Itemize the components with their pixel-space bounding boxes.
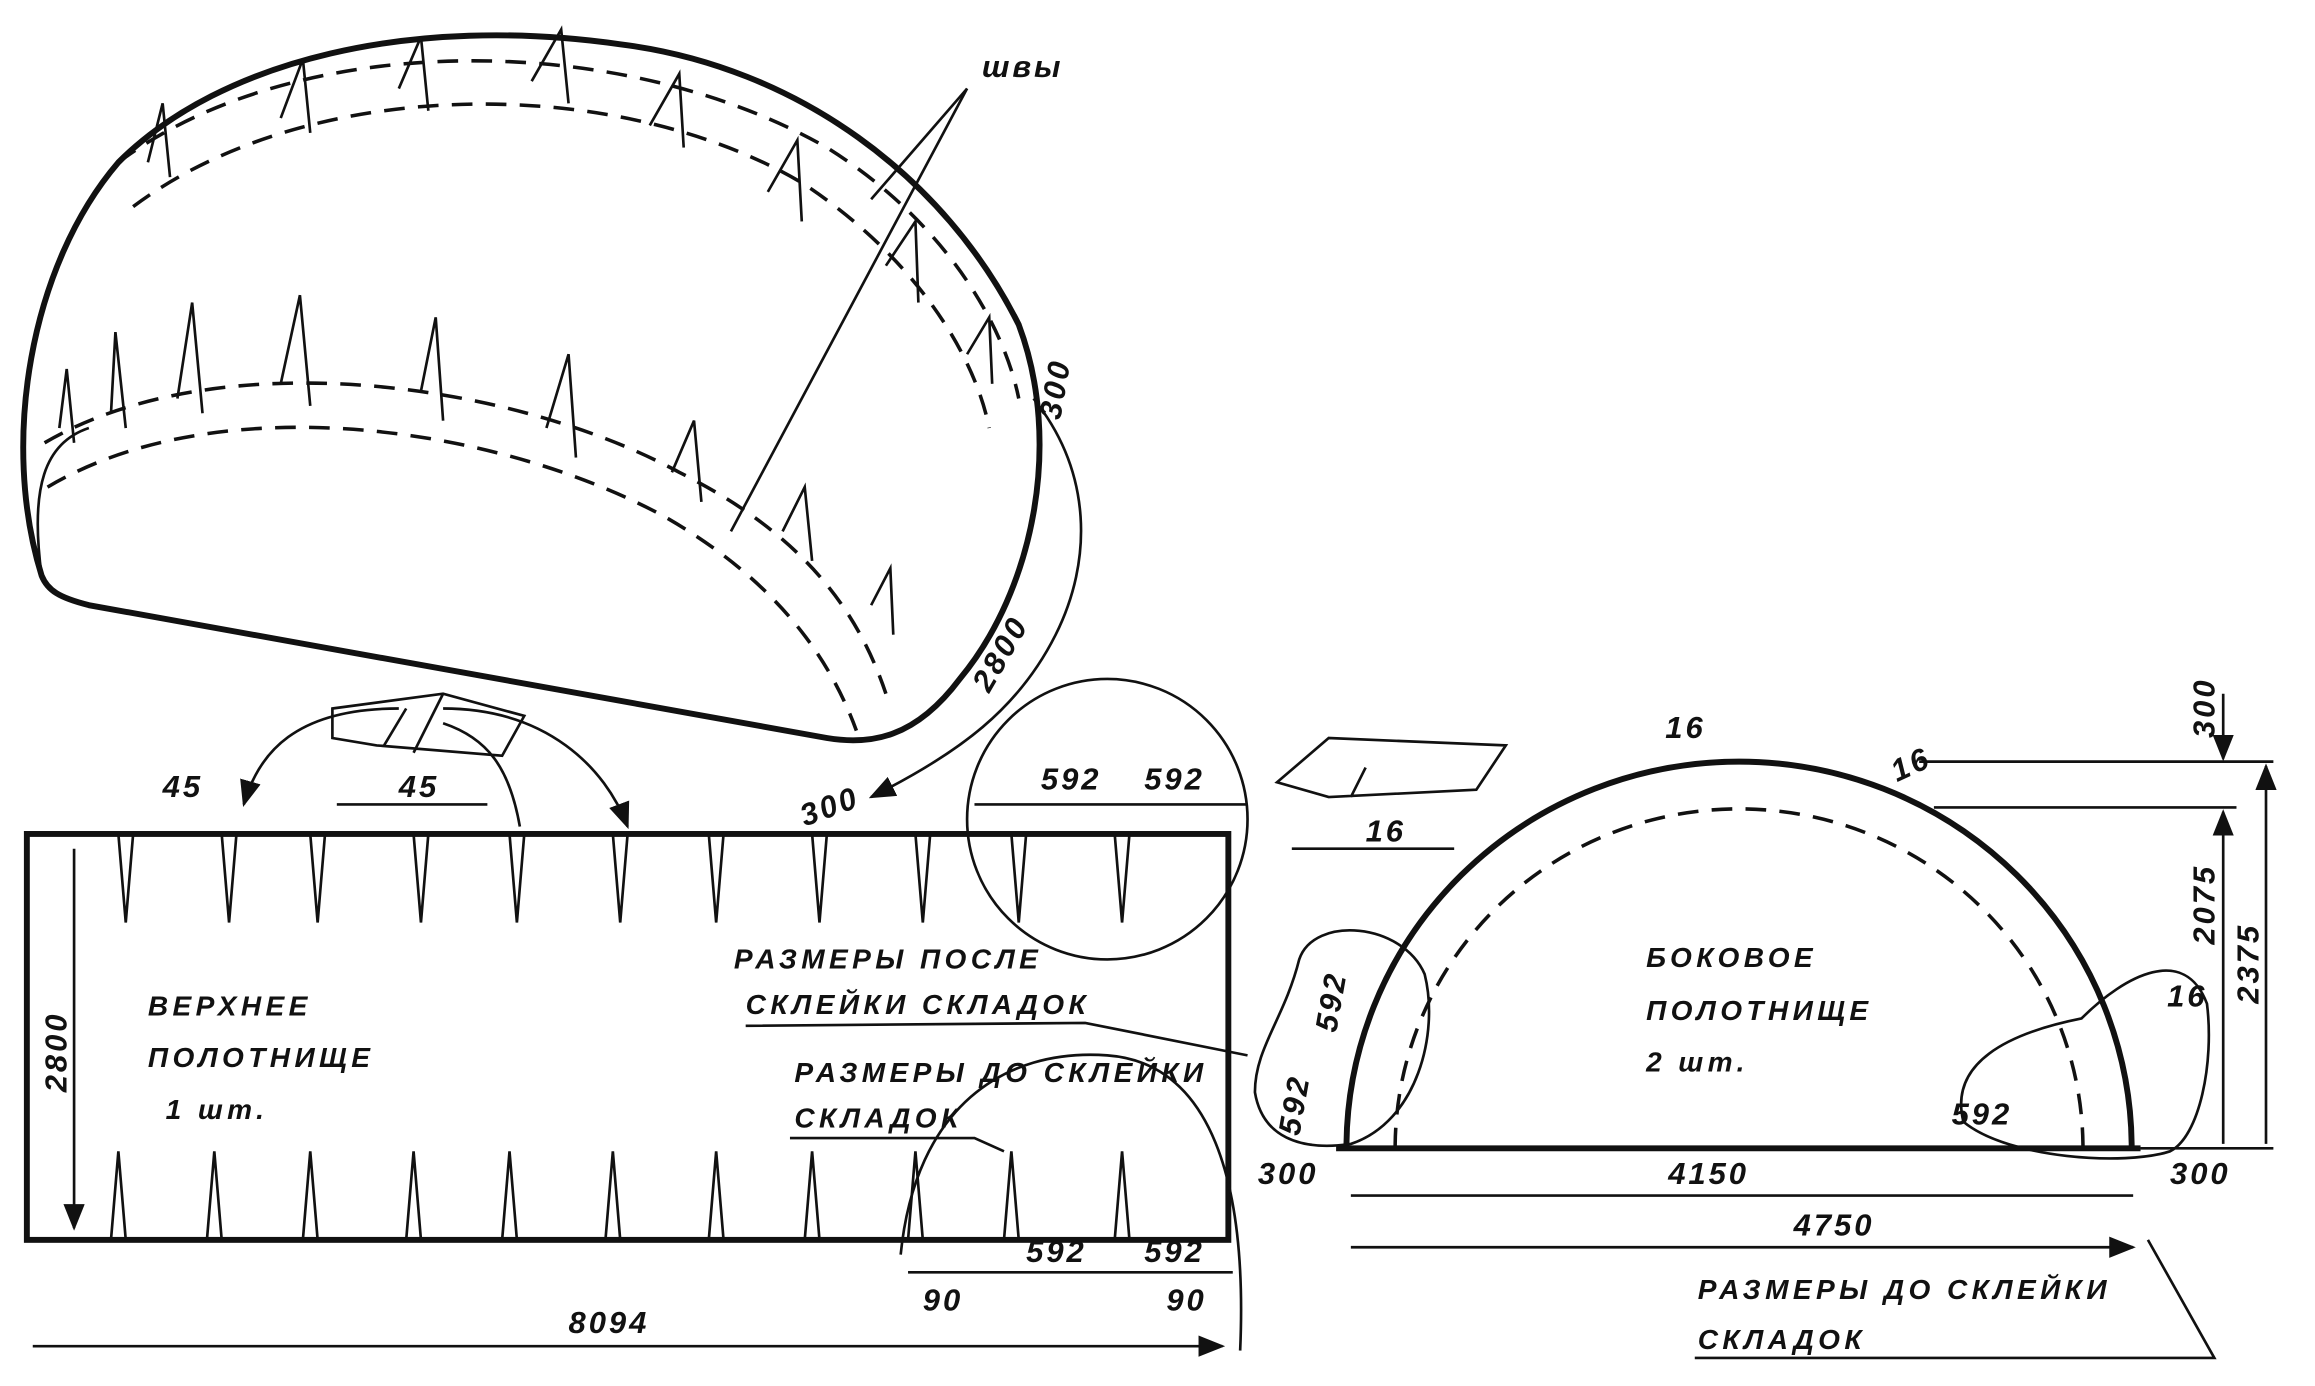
tent-dim-300-bottom: 300 xyxy=(795,780,864,834)
top-panel-outline xyxy=(23,831,1232,1243)
detail-bubble-left xyxy=(1253,929,1431,1148)
tent-side-edge xyxy=(36,426,90,576)
top-dim-90-a: 90 xyxy=(923,1283,963,1318)
seam-line-upper xyxy=(117,59,1021,399)
note-after-leader xyxy=(745,1021,1248,1057)
top-dim-8094: 8094 xyxy=(569,1305,650,1340)
side-dim-300-right: 300 xyxy=(2170,1156,2231,1191)
note-after-2: СКЛЕЙКИ СКЛАДОК xyxy=(746,988,1091,1020)
seam-leader-1 xyxy=(870,87,969,201)
seam-line-lower xyxy=(43,381,888,695)
fold-arrow-mid xyxy=(442,721,522,827)
top-dim-45-a: 45 xyxy=(162,769,203,804)
seam-line-upper-inner xyxy=(132,102,991,429)
side-dim-2375: 2375 xyxy=(2231,923,2266,1005)
side-dim-2075: 2075 xyxy=(2186,864,2221,946)
top-panel-title-2: ПОЛОТНИЩЕ xyxy=(148,1042,374,1073)
side-dim-300-left: 300 xyxy=(1258,1156,1319,1191)
top-dim-90-b: 90 xyxy=(1166,1283,1206,1318)
top-dim-2800: 2800 xyxy=(39,1012,74,1094)
fold-arrow-left xyxy=(240,707,399,807)
fold-arrow-right xyxy=(443,707,630,830)
tent-dim-arc xyxy=(868,397,1083,799)
side-dim-4150: 4150 xyxy=(1667,1156,1749,1191)
tent-3d-view: швы 300 2800 300 xyxy=(20,25,1083,834)
side-panel: 16 592 592 592 16 16 16 300 2075 2375 41… xyxy=(1253,677,2277,1258)
side-dim-16-top-a: 16 xyxy=(1665,710,1705,745)
top-panel: 2800 8094 45 45 592 592 592 592 90 90 ВЕ… xyxy=(23,677,1249,1357)
note-before2-2: СКЛАДОК xyxy=(1698,1324,1866,1355)
note-before-2: СКЛАДОК xyxy=(794,1103,962,1134)
side-dim-4750: 4750 xyxy=(1793,1207,1875,1242)
fold-detail-sketch xyxy=(331,692,527,758)
top-dim-592-d: 592 xyxy=(1144,1234,1205,1269)
top-dim-592-a: 592 xyxy=(1041,762,1102,797)
note-before-leader xyxy=(789,1136,1005,1153)
top-dim-592-b: 592 xyxy=(1144,762,1205,797)
side-panel-title-3: 2 шт. xyxy=(1645,1047,1749,1078)
seams-label: швы xyxy=(982,49,1064,84)
side-panel-outer-arc xyxy=(1343,758,2135,1149)
side-dim-592-left-a: 592 xyxy=(1309,969,1354,1035)
tent-outline xyxy=(20,32,1043,744)
note-after-1: РАЗМЕРЫ ПОСЛЕ xyxy=(734,943,1042,974)
fold-marks-tent xyxy=(58,25,994,635)
side-panel-title-2: ПОЛОТНИЩЕ xyxy=(1646,995,1872,1026)
side-dim-16-top-b: 16 xyxy=(1885,740,1936,789)
tent-dim-300-top: 300 xyxy=(1033,356,1078,422)
side-dim-16-right: 16 xyxy=(2167,979,2207,1014)
top-panel-title-3: 1 шт. xyxy=(166,1094,269,1125)
side-dim-300-top: 300 xyxy=(2186,677,2221,738)
side-dim-592-right: 592 xyxy=(1952,1097,2013,1132)
side-dim-592-left-b: 592 xyxy=(1272,1072,1317,1138)
top-dim-45-b: 45 xyxy=(398,769,439,804)
top-dim-592-c: 592 xyxy=(1026,1234,1087,1269)
side-panel-title-1: БОКОВОЕ xyxy=(1646,942,1817,973)
detail-circle-top xyxy=(965,677,1249,961)
seam-leader-2 xyxy=(729,87,969,532)
side-fold-sketch xyxy=(1274,736,1509,799)
seam-line-lower-inner xyxy=(46,425,859,732)
note-before-1: РАЗМЕРЫ ДО СКЛЕЙКИ xyxy=(794,1056,1207,1088)
top-panel-title-1: ВЕРХНЕЕ xyxy=(148,991,312,1022)
top-fold-marks xyxy=(109,833,1131,1240)
note-before2-1: РАЗМЕРЫ ДО СКЛЕЙКИ xyxy=(1698,1273,2111,1305)
side-dim-16-fold: 16 xyxy=(1366,813,1406,848)
note-before2-leader xyxy=(1694,1239,2217,1360)
detail-bubble-right xyxy=(1959,969,2211,1160)
